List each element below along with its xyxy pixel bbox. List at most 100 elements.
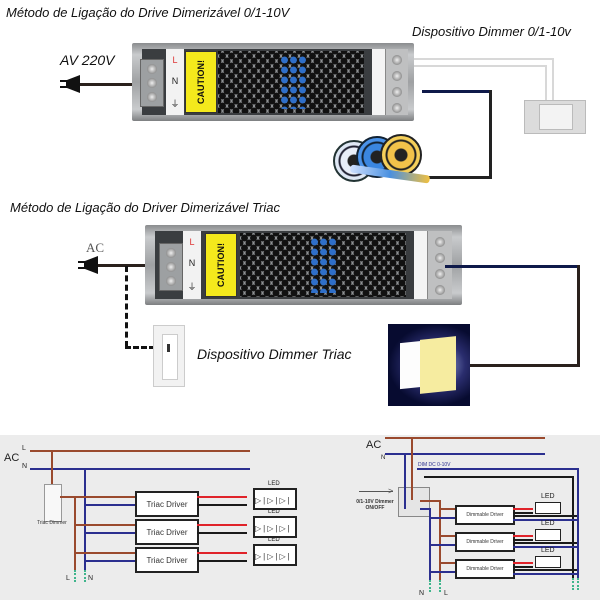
caution-sticker: CAUTION! xyxy=(185,51,217,113)
terminal-n-label: N xyxy=(188,258,196,269)
terminal-ground-label: ⏚ xyxy=(170,98,180,109)
dimmer-label-line2: ON/OFF xyxy=(365,505,385,511)
led-module: ▷|▷|▷| xyxy=(253,544,297,566)
switched-line xyxy=(420,500,440,502)
dimmer-on-off-label: 0/1-10V Dimmer ON/OFF xyxy=(352,499,398,511)
dimmed-line-vertical xyxy=(74,496,76,570)
power-cord xyxy=(70,83,140,86)
terminal-ground-label: ⏚ xyxy=(187,282,197,293)
led-module xyxy=(535,556,561,568)
ground-l xyxy=(74,570,76,582)
led-driver-0-10v: L N ⏚ CAUTION! xyxy=(132,43,414,121)
led-positive-wire xyxy=(197,552,247,554)
led-output-wire-bottom xyxy=(428,176,492,179)
terminal-l-label: L xyxy=(172,54,178,65)
neutral-bus xyxy=(30,468,250,470)
led-output-wire-down xyxy=(489,90,492,178)
ground-l xyxy=(439,580,441,592)
terminal-n-label: N xyxy=(171,75,179,86)
ground-dim-plus xyxy=(577,578,579,590)
led-output-wire xyxy=(422,90,491,93)
dim-wire-2 xyxy=(414,65,546,67)
neutral-bus xyxy=(385,453,545,455)
caution-sticker: CAUTION! xyxy=(205,233,237,297)
panel-output-wire-bottom xyxy=(470,364,580,367)
line-bus xyxy=(30,450,250,452)
bottom-n-label: N xyxy=(419,590,425,597)
led-negative-wire xyxy=(513,566,533,568)
dim-plus-tap xyxy=(513,519,579,521)
dimmer-dashed-wire xyxy=(125,266,128,347)
driver-line-feed xyxy=(74,552,136,554)
dimmer-label-line1: 0/1-10V Dimmer xyxy=(356,499,394,505)
schematic-ac-label: AC xyxy=(366,439,382,451)
dim-plus-bus xyxy=(417,468,579,470)
panel-white xyxy=(400,340,422,390)
section-title-0-10v: Método de Ligação do Drive Dimerizável 0… xyxy=(6,5,290,20)
dim-minus-tap xyxy=(513,569,577,571)
ground-dim-minus xyxy=(572,578,574,590)
driver-neutral-feed xyxy=(429,544,455,546)
driver-line-feed xyxy=(439,508,455,510)
led-module xyxy=(535,529,561,541)
dimmer-0-10v-switch xyxy=(524,100,586,134)
arrow-shaft xyxy=(359,491,393,492)
schematic-ac-label: AC xyxy=(4,452,20,464)
dimmable-driver-box: Dimmable Driver xyxy=(455,505,515,525)
triac-driver-label: Triac Driver xyxy=(146,527,188,537)
dim-plus-vertical xyxy=(577,468,579,578)
ac-input-label: AC xyxy=(86,240,105,255)
led-diode-icons: ▷|▷|▷| xyxy=(255,496,292,505)
driver-neutral-feed xyxy=(84,532,136,534)
led-panel-light xyxy=(388,324,470,406)
panel-output-wire-down xyxy=(577,265,580,366)
neutral-vertical xyxy=(84,468,86,570)
caution-text: CAUTION! xyxy=(196,60,206,104)
dimmable-driver-label: Dimmable Driver xyxy=(466,512,504,518)
input-voltage-label: AV 220V xyxy=(60,52,115,68)
line-l-label: L xyxy=(22,445,26,452)
led-positive-wire xyxy=(197,524,247,526)
dimmable-driver-box: Dimmable Driver xyxy=(455,532,515,552)
arrow-icon: > xyxy=(388,486,394,496)
dim-plus-tap xyxy=(513,573,579,575)
bottom-n-label: N xyxy=(88,575,94,582)
plug-pin-icon xyxy=(78,261,85,263)
dim-wire-1-down xyxy=(552,58,554,100)
power-cord xyxy=(98,264,160,267)
driver-neutral-feed xyxy=(84,560,136,562)
panel-output-wire xyxy=(445,265,580,268)
dimmable-driver-label: Dimmable Driver xyxy=(466,539,504,545)
plug-icon xyxy=(66,75,80,93)
output-label-strip xyxy=(372,49,386,115)
dim-minus-bus xyxy=(424,476,574,478)
plug-icon xyxy=(84,256,98,274)
bottom-l-label: L xyxy=(66,575,70,582)
driver-neutral-feed xyxy=(429,571,455,573)
dim-wire-1 xyxy=(414,58,554,60)
line-vertical xyxy=(439,500,441,580)
driver-line-feed xyxy=(439,562,455,564)
driver-neutral-feed xyxy=(84,504,136,506)
output-label-strip xyxy=(414,231,428,299)
output-terminal-block xyxy=(385,49,408,115)
triac-driver-box: Triac Driver xyxy=(135,491,199,517)
neutral-n-label: N xyxy=(381,455,386,461)
input-terminal-labels: L N ⏚ xyxy=(183,231,201,299)
panel-warm xyxy=(420,336,456,394)
plug-pin-icon xyxy=(60,80,67,82)
led-label: LED xyxy=(268,481,280,487)
line-bus xyxy=(385,437,545,439)
led-module: ▷|▷|▷| xyxy=(253,488,297,510)
led-label: LED xyxy=(268,537,280,543)
triac-driver-label: Triac Driver xyxy=(146,555,188,565)
led-driver-triac: L N ⏚ CAUTION! xyxy=(145,225,462,305)
led-positive-wire xyxy=(513,535,533,537)
dimmable-driver-label: Dimmable Driver xyxy=(466,566,504,572)
dim-wire-2-down xyxy=(545,65,547,100)
dim-minus-tap xyxy=(513,515,577,517)
terminal-l-label: L xyxy=(189,236,195,247)
led-negative-wire xyxy=(197,560,247,562)
led-module: ▷|▷|▷| xyxy=(253,516,297,538)
driver-line-feed xyxy=(74,496,136,498)
